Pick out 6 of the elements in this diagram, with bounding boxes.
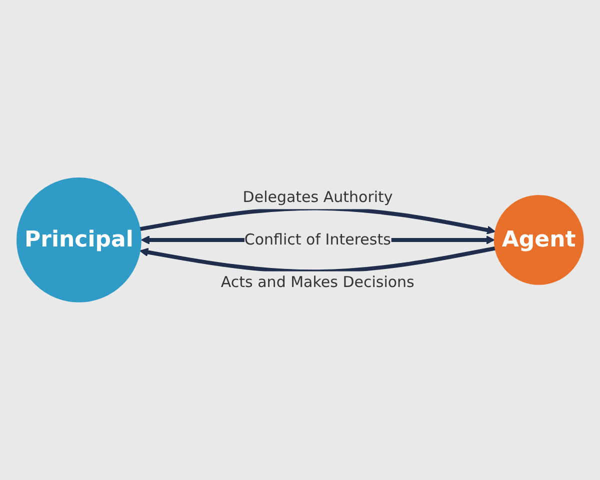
node-circle: Principal bbox=[16, 178, 142, 302]
edge-label: Acts and Makes Decisions bbox=[220, 273, 414, 292]
edge-label: Delegates Authority bbox=[242, 188, 393, 206]
edge-label: Conflict of Interests bbox=[244, 230, 391, 249]
arrow bbox=[139, 246, 496, 274]
node-circle: Agent bbox=[494, 195, 584, 285]
